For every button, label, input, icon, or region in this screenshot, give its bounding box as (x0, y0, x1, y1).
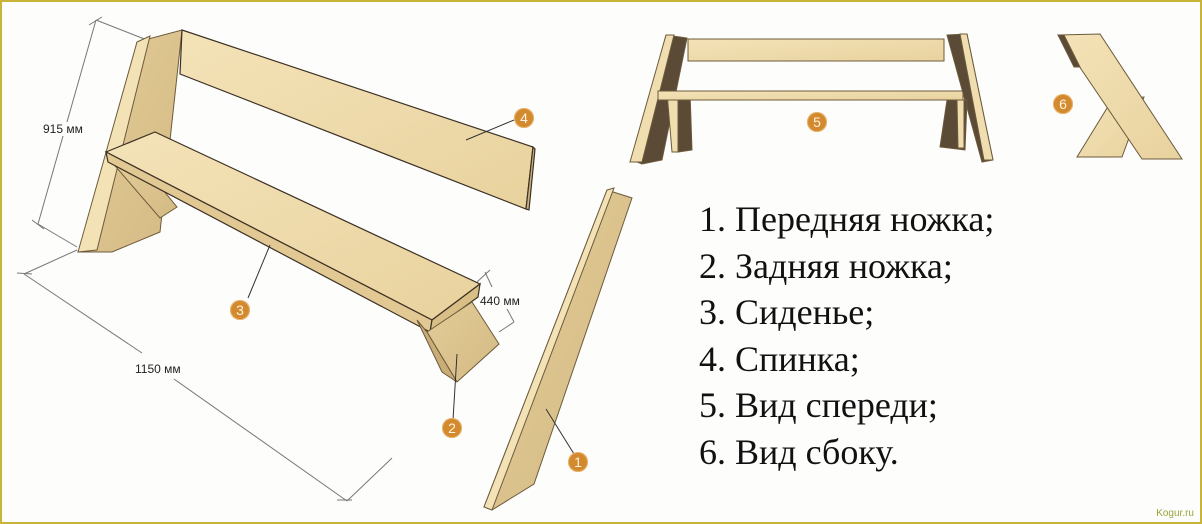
callout-badge-3: 3 (230, 300, 250, 320)
legend-item-side-view: 6. Вид сбоку. (699, 431, 899, 472)
callout-badge-5: 5 (807, 112, 827, 132)
callout-badge-4: 4 (514, 108, 534, 128)
watermark: Kogur.ru (1156, 508, 1194, 519)
leader-lines (247, 119, 575, 455)
front-leg-board (483, 187, 633, 511)
legend-item-rear-leg: 2. Задняя ножка; (699, 245, 953, 286)
legend-item-front-view: 5. Вид спереди; (699, 385, 938, 425)
legend-item-front-leg: 1. Передняя ножка; (699, 199, 995, 239)
callout-badge-1: 1 (568, 452, 588, 472)
dimension-depth-label: 440 мм (479, 294, 521, 308)
dimension-height-label: 915 мм (42, 122, 84, 136)
callout-badge-6: 6 (1053, 94, 1073, 114)
dimension-lines (16, 16, 515, 502)
legend-item-backrest: 4. Спинка; (699, 338, 860, 379)
legend-item-seat: 3. Сиденье; (699, 292, 875, 332)
front-view-drawing (629, 33, 994, 165)
side-view-drawing (1057, 33, 1183, 160)
callout-badge-2: 2 (442, 418, 462, 438)
dimension-length-label: 1150 мм (134, 362, 182, 376)
parts-legend: 1. Передняя ножка; 2. Задняя ножка; 3. С… (699, 196, 994, 475)
rear-leg-board (416, 301, 500, 383)
backrest-board (179, 29, 536, 211)
